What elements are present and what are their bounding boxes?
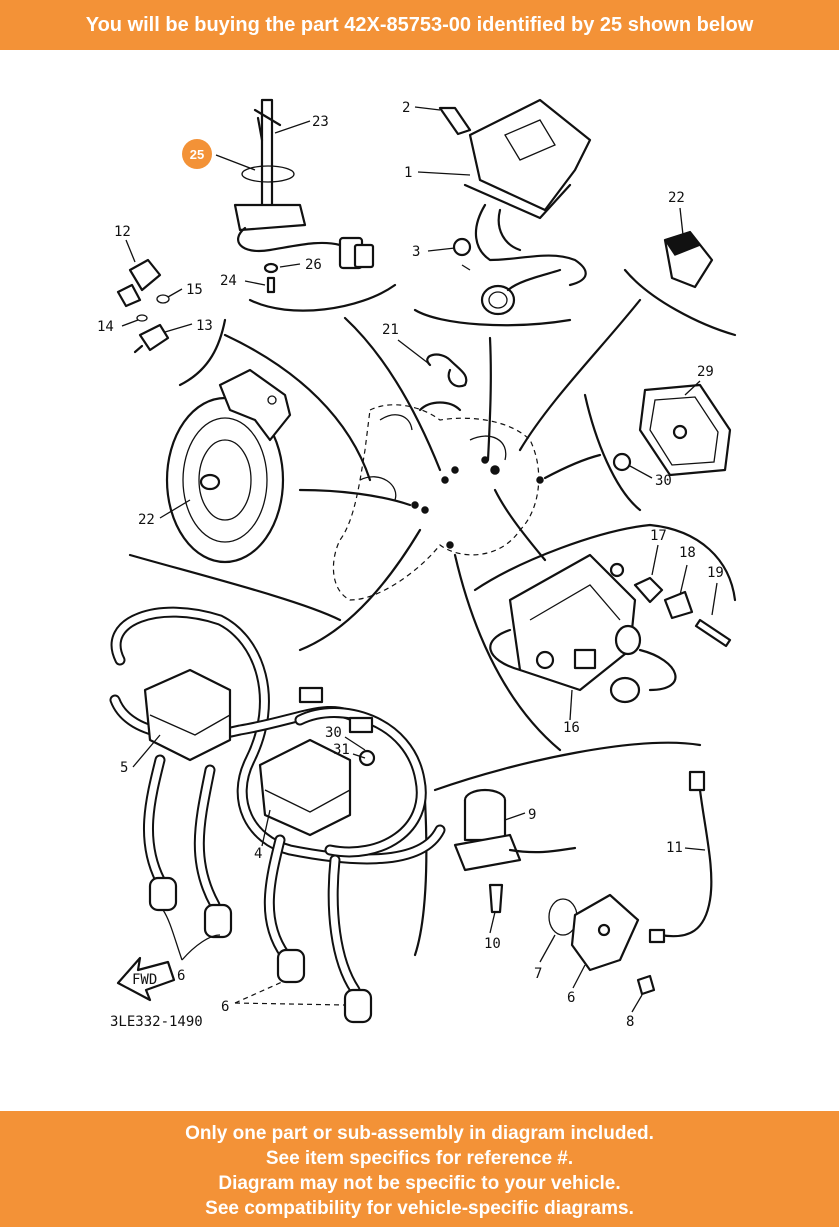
drawing-code: 3LE332-1490 <box>110 1014 203 1030</box>
top-banner: You will be buying the part 42X-85753-00… <box>0 0 839 50</box>
callout-1: 1 <box>404 165 412 181</box>
relay-part-22 <box>663 230 714 289</box>
footer-line-3: Diagram may not be specific to your vehi… <box>218 1173 621 1194</box>
callout-16: 15 <box>186 282 203 298</box>
callout-22: 22 <box>668 190 685 206</box>
highlight-circle <box>182 139 212 169</box>
igniter-unit <box>438 98 592 316</box>
callout-23: 22 <box>138 512 155 528</box>
fwd-arrow: FWD <box>116 956 176 1002</box>
parts-diagram: FWD 2 1 <box>97 98 737 1030</box>
callout-labels: 2 1 3 23 26 24 12 15 14 13 21 22 29 30 2… <box>97 100 724 1030</box>
callout-9: 8 <box>626 1014 634 1030</box>
switches-13-14 <box>116 258 170 354</box>
footer-line-4: See compatibility for vehicle-specific d… <box>205 1198 634 1219</box>
callout-leaders <box>121 106 718 1013</box>
callout-10: 9 <box>528 807 536 823</box>
callout-17: 16 <box>563 720 580 736</box>
callout-20: 19 <box>707 565 724 581</box>
callout-30: 30 <box>325 725 342 741</box>
horn <box>165 368 292 564</box>
bottom-banner: Only one part or sub-assembly in diagram… <box>0 1111 839 1227</box>
footer-line-2: See item specifics for reference #. <box>265 1148 574 1169</box>
part-info-text: You will be buying the part 42X-85753-00… <box>85 14 754 36</box>
callout-2: 2 <box>402 100 410 116</box>
callout-29: 30 <box>655 473 672 489</box>
callout-6b: 6 <box>221 999 229 1015</box>
section-arcs <box>128 268 737 957</box>
callout-4: 4 <box>254 846 262 862</box>
callout-11: 10 <box>484 936 501 952</box>
callout-12: 11 <box>666 840 683 856</box>
fuel-sender-assembly <box>233 98 375 294</box>
leader-arrows <box>298 298 642 752</box>
callout-21: 21 <box>382 322 399 338</box>
callout-7: 6 <box>567 990 575 1006</box>
sensor-7-12 <box>548 770 713 996</box>
callout-24: 23 <box>312 114 329 130</box>
callout-26: 24 <box>220 273 237 289</box>
callout-19: 18 <box>679 545 696 561</box>
callout-6a: 6 <box>177 968 185 984</box>
highlight-callout-25: 25 <box>182 139 212 169</box>
light-unit-28 <box>612 383 732 477</box>
neutral-switch-10 <box>453 788 577 914</box>
ignition-coils <box>109 606 446 1024</box>
fwd-label: FWD <box>132 972 157 988</box>
callout-3: 3 <box>412 244 420 260</box>
callout-31: 31 <box>333 742 350 758</box>
callout-18: 17 <box>650 528 667 544</box>
callout-13: 12 <box>114 224 131 240</box>
highlight-callout-number: 25 <box>190 147 204 162</box>
callout-14: 13 <box>196 318 213 334</box>
clip-part-21 <box>426 353 468 388</box>
callout-27: 26 <box>305 257 322 273</box>
callout-5: 5 <box>120 760 128 776</box>
callout-28: 29 <box>697 364 714 380</box>
sensor-unit-17 <box>489 553 732 704</box>
frame-outline <box>332 404 544 601</box>
footer-line-1: Only one part or sub-assembly in diagram… <box>185 1123 654 1144</box>
callout-8: 7 <box>534 966 542 982</box>
callout-15: 14 <box>97 319 114 335</box>
